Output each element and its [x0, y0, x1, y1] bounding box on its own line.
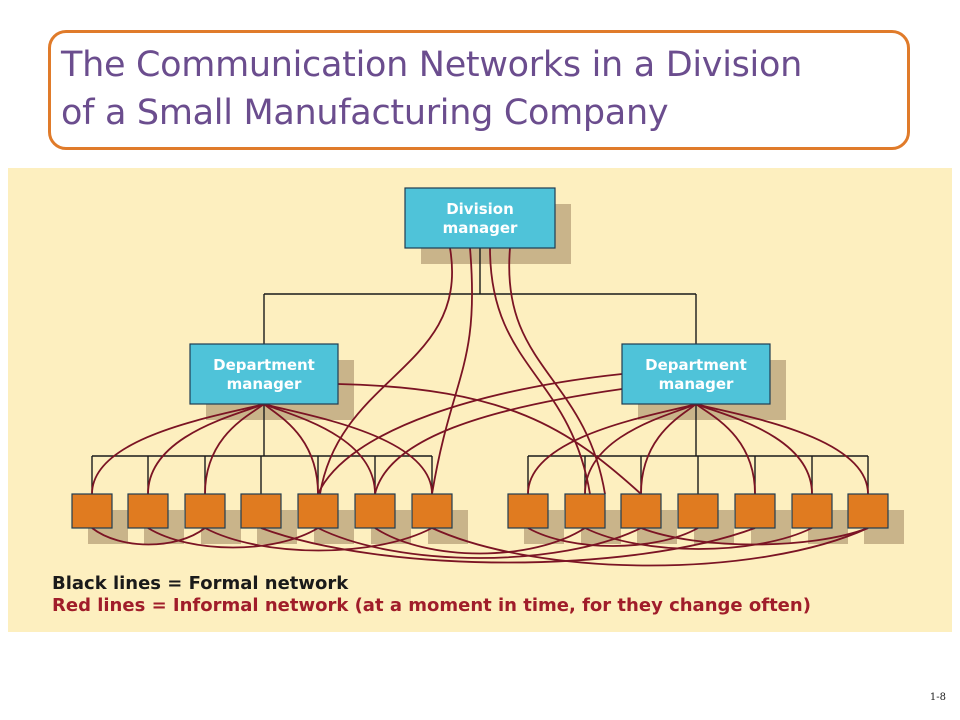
520: [527, 403, 697, 495]
employee-box-5: [297, 493, 339, 529]
legend-informal: Red lines = Informal network (at a momen…: [52, 595, 811, 616]
747: [260, 527, 756, 564]
367: [374, 388, 623, 495]
title-box: The Communication Networks in a Division…: [48, 30, 910, 150]
employee-box-8: [507, 493, 549, 529]
department-manager-box-2: [621, 343, 771, 405]
department-manager-label-2-line-2: manager: [659, 375, 734, 393]
633: [337, 383, 642, 495]
employee-box-3: [184, 493, 226, 529]
312: [319, 247, 453, 495]
860: [695, 403, 869, 495]
310: [147, 527, 319, 549]
employee-box-14: [847, 493, 889, 529]
690: [527, 527, 699, 547]
804: [584, 527, 813, 550]
division-manager-label-line-1: Division: [446, 200, 514, 218]
860: [640, 527, 869, 546]
860: [431, 527, 869, 567]
org-chart: DivisionmanagerDepartmentmanagerDepartme…: [71, 187, 904, 567]
424: [263, 403, 433, 495]
597: [508, 247, 606, 495]
140: [147, 403, 265, 495]
title-line-1: The Communication Networks in a Division: [61, 45, 802, 85]
slide-number: 1-8: [929, 692, 946, 703]
employee-box-2: [127, 493, 169, 529]
197: [91, 527, 206, 546]
division-manager-label-line-2: manager: [443, 219, 518, 237]
197: [204, 403, 265, 495]
577: [374, 527, 586, 555]
582: [489, 247, 591, 495]
employee-box-13: [791, 493, 833, 529]
department-manager-label-2-line-1: Department: [645, 356, 747, 374]
424: [431, 247, 473, 495]
employee-box-6: [354, 493, 396, 529]
633: [640, 403, 697, 495]
367: [263, 403, 376, 495]
title-line-2: of a Small Manufacturing Company: [61, 93, 669, 133]
633: [317, 527, 642, 559]
424: [204, 527, 433, 552]
division-manager-box: [404, 187, 556, 249]
804: [695, 403, 813, 495]
84: [91, 403, 265, 495]
employee-box-12: [734, 493, 776, 529]
employee-box-9: [564, 493, 606, 529]
department-manager-box-1: [189, 343, 339, 405]
employee-box-7: [411, 493, 453, 529]
employee-box-11: [677, 493, 719, 529]
department-manager-label-1-line-1: Department: [213, 356, 315, 374]
310: [263, 403, 319, 495]
747: [695, 403, 756, 495]
employee-box-1: [71, 493, 113, 529]
legend-formal: Black lines = Formal network: [52, 573, 349, 594]
slide-title: The Communication Networks in a Division…: [61, 41, 897, 137]
employee-box-4: [240, 493, 282, 529]
577: [584, 403, 697, 495]
employee-box-10: [620, 493, 662, 529]
310: [317, 373, 623, 495]
department-manager-label-1-line-2: manager: [227, 375, 302, 393]
